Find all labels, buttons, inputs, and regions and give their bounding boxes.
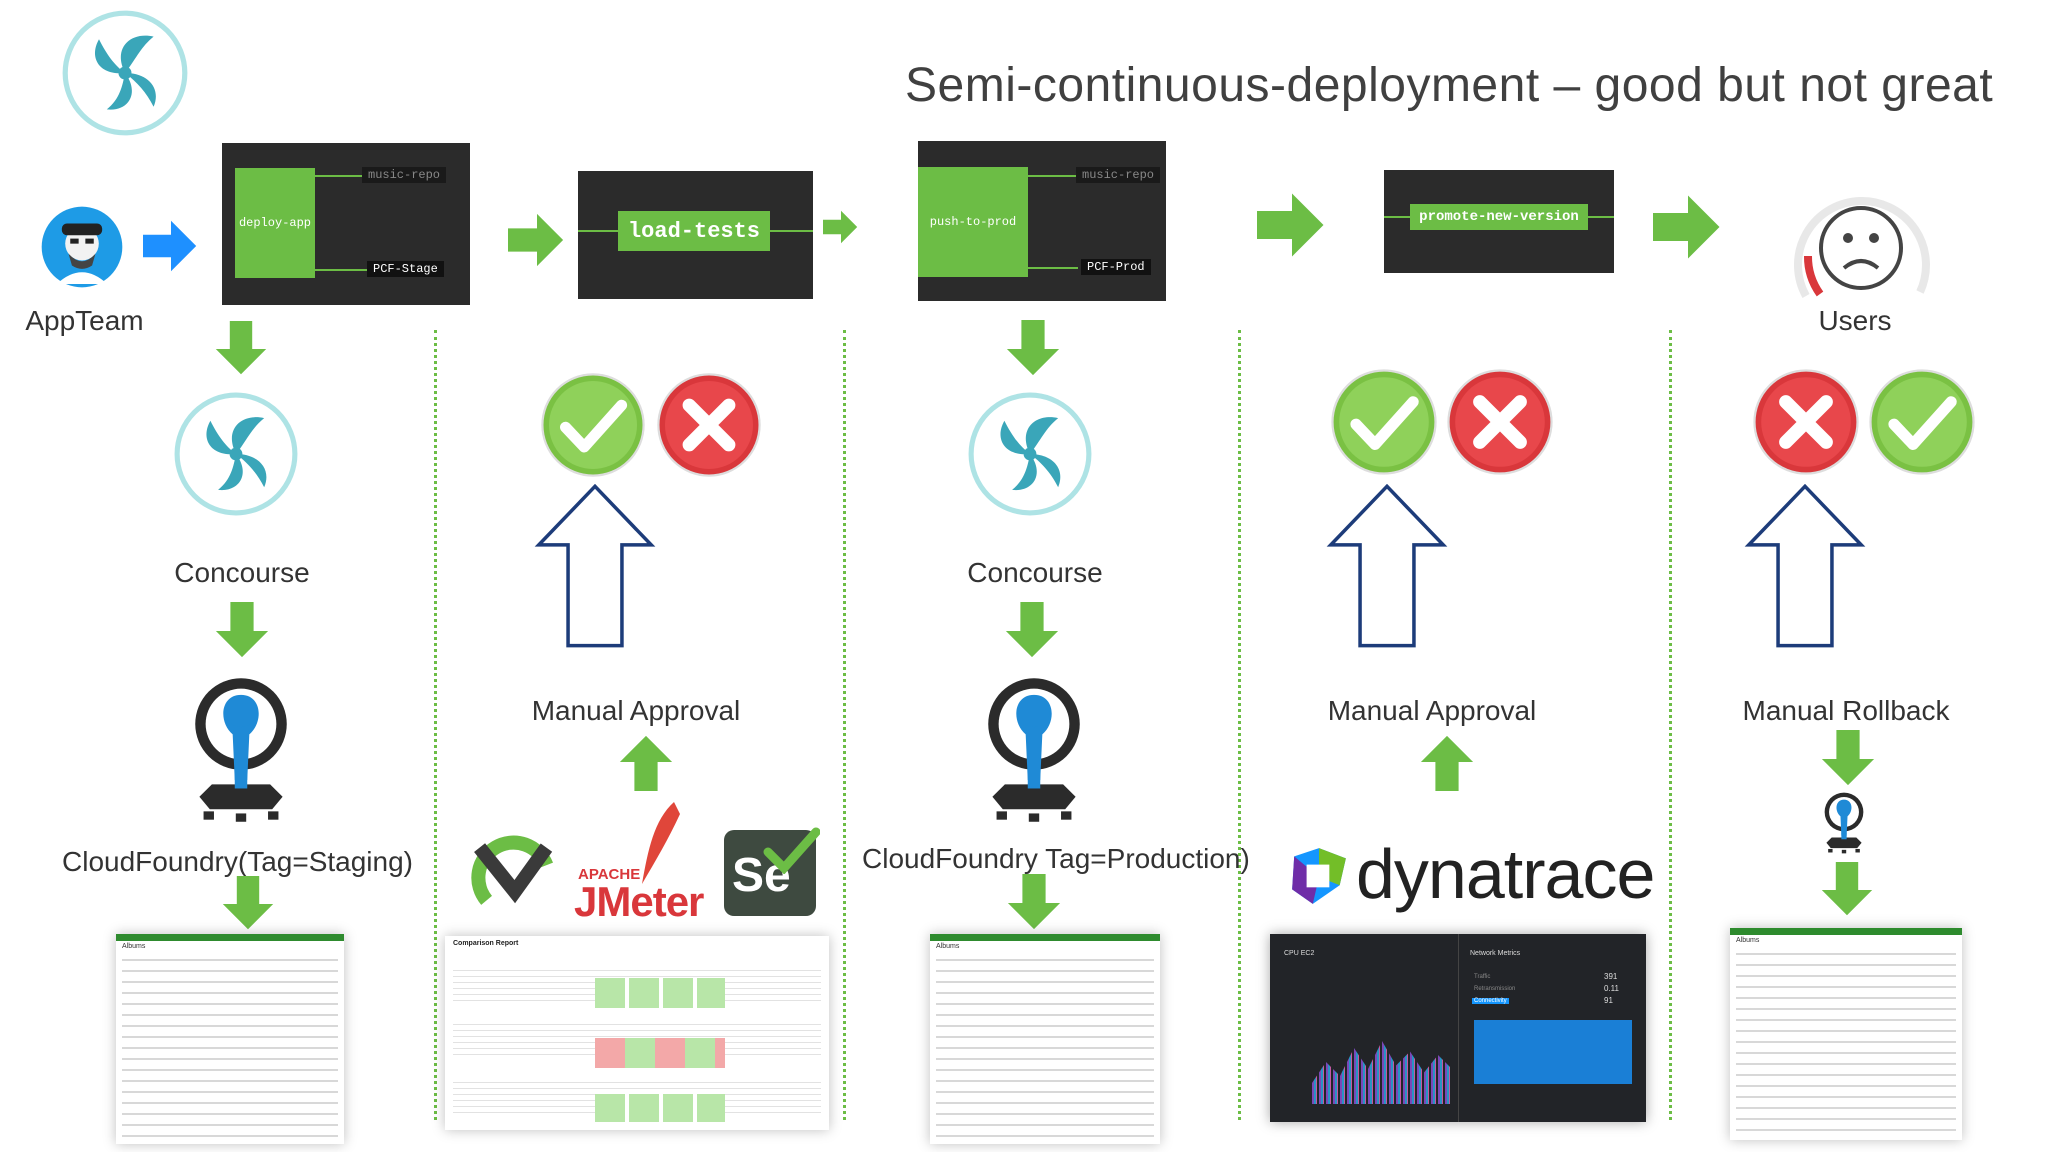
network-row-traffic: Traffic — [1474, 974, 1491, 980]
job-deploy-app[interactable]: deploy-app — [235, 168, 315, 278]
app-heading: Albums — [1736, 937, 1760, 944]
cf-production-label: CloudFoundry Tag=Production) — [862, 843, 1250, 874]
down-arrow-icon — [1002, 602, 1062, 660]
feather-icon — [642, 802, 680, 884]
comparison-heading: Comparison Report — [453, 940, 519, 947]
sad-face-icon — [1793, 197, 1930, 298]
down-arrow-icon — [1004, 874, 1064, 932]
users-label: Users — [1818, 305, 1892, 336]
pipeline-prod: push-to-prod music-repo PCF-Prod — [918, 141, 1166, 301]
cross-icon — [654, 370, 764, 480]
network-row-connectivity: Connectivity — [1472, 998, 1509, 1004]
cloudfoundry-icon — [189, 672, 293, 828]
app-heading: Albums — [122, 943, 146, 950]
app-team-label: AppTeam — [25, 305, 144, 336]
right-arrow-icon — [1638, 192, 1738, 262]
network-value: 91 — [1604, 996, 1613, 1005]
concourse-icon — [172, 390, 300, 518]
app-screenshot-rollback: Albums — [1730, 928, 1962, 1140]
down-arrow-icon — [213, 602, 271, 660]
up-arrow-icon — [1326, 484, 1448, 648]
cloudfoundry-icon — [1822, 790, 1866, 856]
user-avatar-icon — [41, 206, 123, 288]
dynatrace-icon — [1292, 848, 1346, 904]
neoload-icon — [471, 835, 554, 905]
jmeter-logo: JMeter — [574, 878, 704, 925]
check-icon — [1328, 366, 1440, 478]
up-arrow-icon — [1414, 733, 1480, 791]
job-promote-new-version[interactable]: promote-new-version — [1410, 204, 1588, 230]
down-arrow-icon — [1818, 730, 1878, 788]
app-screenshot-production: Albums — [930, 934, 1160, 1144]
app-screenshot-staging: Albums — [116, 934, 344, 1144]
check-icon — [763, 827, 820, 874]
up-arrow-icon — [1744, 484, 1866, 648]
cloudfoundry-icon — [982, 672, 1086, 828]
manual-approval-label: Manual Approval — [1327, 695, 1537, 726]
network-value: 0.11 — [1604, 984, 1619, 993]
check-icon — [1866, 366, 1978, 478]
column-divider — [1669, 330, 1672, 1120]
check-icon — [538, 370, 648, 480]
dynatrace-logo: dynatrace — [1356, 835, 1655, 913]
right-arrow-icon — [823, 196, 859, 258]
right-arrow-icon — [508, 210, 566, 270]
dynatrace-dashboard: CPU EC2 Network Metrics Traffic Retransm… — [1270, 934, 1646, 1122]
cross-icon — [1444, 366, 1556, 478]
down-arrow-icon — [213, 320, 269, 378]
jmeter-apache-text: APACHE — [578, 866, 641, 883]
column-divider — [1238, 330, 1241, 1120]
resource-pcf-prod[interactable]: PCF-Prod — [1081, 259, 1151, 275]
manual-rollback-label: Manual Rollback — [1742, 695, 1950, 726]
network-row-retrans: Retransmission — [1474, 986, 1516, 992]
manual-approval-label: Manual Approval — [531, 695, 741, 726]
concourse-icon — [966, 390, 1094, 518]
column-divider — [434, 330, 437, 1120]
selenium-text: Se — [732, 849, 791, 902]
network-value: 391 — [1604, 972, 1618, 981]
pipeline-load: load-tests — [578, 171, 813, 299]
job-load-tests[interactable]: load-tests — [618, 211, 770, 251]
column-divider — [843, 330, 846, 1120]
resource-music-repo[interactable]: music-repo — [362, 167, 447, 183]
resource-pcf-stage[interactable]: PCF-Stage — [367, 261, 444, 277]
pipeline-stage: deploy-app music-repo PCF-Stage — [222, 143, 470, 305]
comparison-report-screenshot: Comparison Report — [445, 936, 829, 1130]
app-heading: Albums — [936, 943, 960, 950]
right-arrow-icon — [143, 220, 197, 272]
job-push-to-prod[interactable]: push-to-prod — [918, 167, 1028, 277]
down-arrow-icon — [1816, 862, 1878, 918]
down-arrow-icon — [219, 876, 277, 932]
network-panel-title: Network Metrics — [1470, 950, 1521, 957]
resource-music-repo[interactable]: music-repo — [1076, 167, 1161, 183]
cpu-panel-title: CPU EC2 — [1284, 950, 1315, 957]
right-arrow-icon — [1252, 190, 1332, 260]
concourse-label: Concourse — [967, 557, 1103, 588]
page-title: Semi-continuous-deployment – good but no… — [905, 59, 1994, 112]
cross-icon — [1750, 366, 1862, 478]
up-arrow-icon — [534, 484, 656, 648]
down-arrow-icon — [1004, 320, 1062, 378]
pipeline-promote: promote-new-version — [1384, 170, 1614, 273]
cf-staging-label: CloudFoundry(Tag=Staging) — [62, 846, 413, 877]
concourse-icon — [60, 8, 190, 138]
concourse-label: Concourse — [174, 557, 310, 588]
up-arrow-icon — [614, 733, 678, 791]
